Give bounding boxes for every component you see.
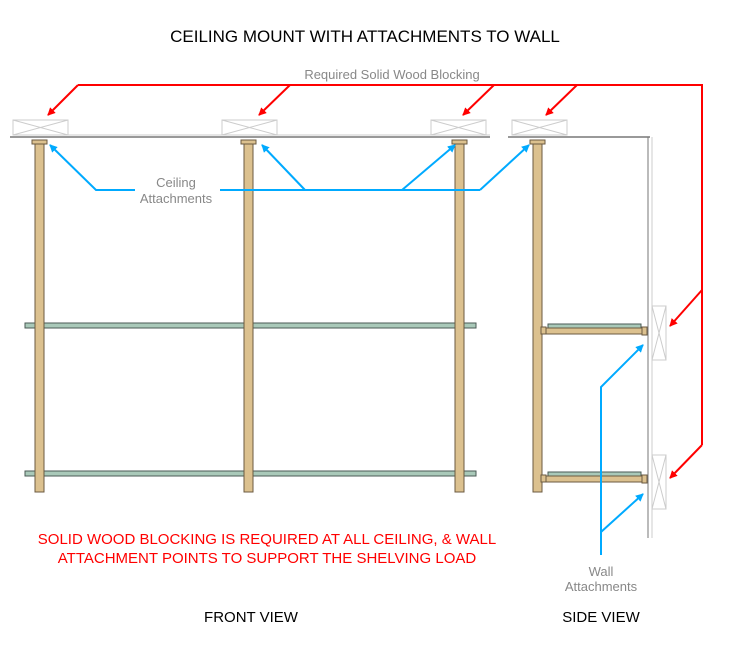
diagram-title: CEILING MOUNT WITH ATTACHMENTS TO WALL [170,27,560,46]
note-line2: ATTACHMENT POINTS TO SUPPORT THE SHELVIN… [58,550,477,567]
side-view-label: SIDE VIEW [562,609,640,626]
blocking-label: Required Solid Wood Blocking [304,67,479,82]
attachment-leader-lines [49,144,644,555]
side-view-shelving [529,139,648,493]
front-view-label: FRONT VIEW [204,609,299,626]
blocking-leader-lines [47,84,703,479]
ceiling-attachments-label: Ceiling Attachments [140,175,213,206]
wall-attachments-label: Wall Attachments [565,564,638,594]
ceiling [10,119,667,538]
wall-label-line1: Wall [589,564,614,579]
note-line1: SOLID WOOD BLOCKING IS REQUIRED AT ALL C… [38,531,496,548]
front-view-shelving [24,139,477,493]
ceiling-label-line1: Ceiling [156,175,196,190]
wall-label-line2: Attachments [565,579,638,594]
ceiling-label-line2: Attachments [140,191,213,206]
blocking-note: SOLID WOOD BLOCKING IS REQUIRED AT ALL C… [38,531,496,567]
blocking-box [12,119,667,510]
